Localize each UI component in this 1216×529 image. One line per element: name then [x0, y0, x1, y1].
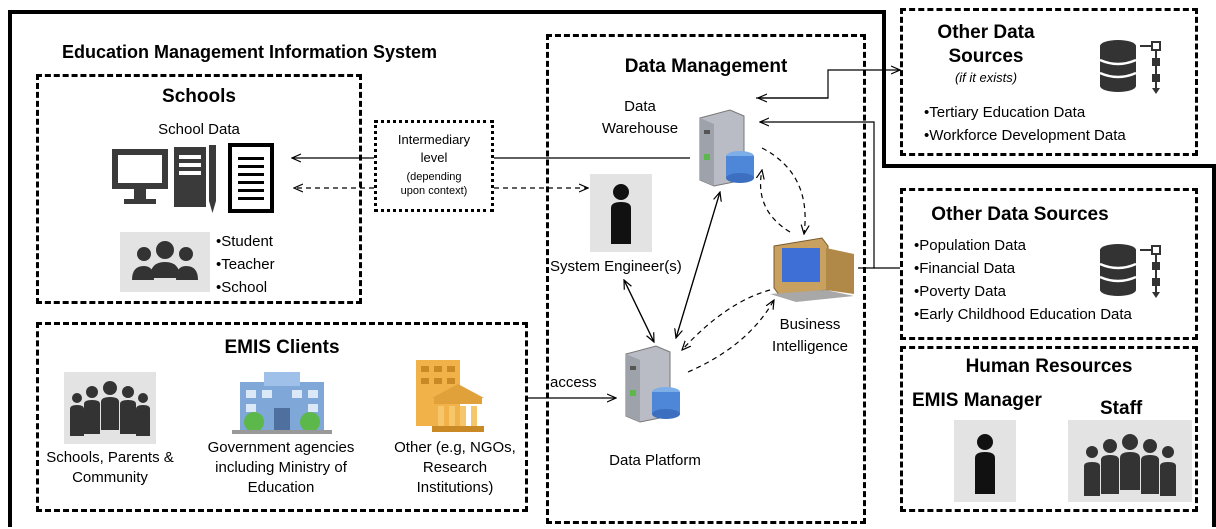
emis-manager-icon	[954, 420, 1016, 502]
bi-label-line2: Intelligence	[772, 338, 848, 355]
access-label: access	[550, 374, 597, 391]
warehouse-label-line2: Warehouse	[601, 120, 679, 137]
other-sources-mid-item-1: •Population Data	[914, 237, 1026, 254]
intermediary-line1: Intermediary	[397, 132, 471, 147]
warehouse-other-sources-top-arrow	[756, 70, 900, 99]
data-platform-server-icon	[625, 345, 680, 423]
warehouse-label-line1: Data	[624, 98, 656, 115]
data-platform-label: Data Platform	[609, 452, 701, 469]
intermediary-box	[374, 120, 494, 212]
emis-clients-box	[36, 322, 528, 512]
emis-title: Education Management Information System	[62, 42, 438, 62]
clients-group3-line2: Research	[422, 459, 488, 476]
other-data-sources-top-box	[900, 8, 1198, 156]
people-group-icon	[120, 232, 210, 292]
school-devices-icon	[112, 143, 274, 213]
schools-item-school: •School	[216, 279, 268, 296]
data-management-box	[546, 34, 866, 524]
schools-item-teacher: •Teacher	[216, 256, 275, 273]
data-warehouse-server-icon	[699, 109, 754, 187]
clients-group1-line1: Schools, Parents &	[46, 449, 174, 466]
school-data-label: School Data	[158, 121, 240, 138]
clients-group1-line2: Community	[72, 469, 148, 486]
other-sources-mid-item-3: •Poverty Data	[914, 283, 1006, 300]
human-resources-box	[900, 346, 1198, 512]
clients-group3-line1: Other (e.g, NGOs,	[394, 439, 516, 456]
system-engineer-icon	[590, 174, 652, 252]
business-intelligence-computer-icon	[770, 237, 854, 302]
system-engineer-label: System Engineer(s)	[550, 258, 682, 275]
database-flow-icon-top	[1099, 40, 1161, 94]
other-sources-mid-to-warehouse-arrow	[760, 122, 875, 269]
clients-group2-line2: including Ministry of	[215, 459, 347, 476]
emis-manager-label: EMIS Manager	[912, 390, 1042, 411]
human-resources-title: Human Resources	[965, 356, 1133, 377]
schools-item-student: •Student	[216, 233, 273, 250]
clients-group3-line3: Institutions)	[416, 479, 494, 496]
institution-building-icon	[416, 360, 484, 432]
staff-crowd-icon	[1068, 420, 1192, 502]
other-sources-mid-item-2: •Financial Data	[914, 260, 1016, 277]
other-sources-top-item-1: •Tertiary Education Data	[924, 104, 1086, 121]
other-sources-top-subtitle: (if it exists)	[954, 70, 1018, 85]
data-management-title: Data Management	[624, 56, 788, 77]
other-sources-top-title-line2: Sources	[948, 46, 1024, 67]
intermediary-line3: (depending	[406, 171, 462, 183]
community-crowd-icon	[64, 372, 156, 444]
other-sources-mid-title: Other Data Sources	[931, 204, 1109, 225]
clients-group2-line1: Government agencies	[207, 439, 355, 456]
other-sources-mid-item-4: •Early Childhood Education Data	[914, 306, 1132, 323]
warehouse-bi-dashed-arrow	[761, 147, 805, 234]
intermediary-line4: upon context)	[400, 185, 468, 197]
government-building-icon	[232, 372, 332, 434]
other-data-sources-mid-box	[900, 188, 1198, 340]
schools-box	[36, 74, 362, 304]
bi-label-line1: Business	[779, 316, 841, 333]
other-sources-top-item-2: •Workforce Development Data	[924, 127, 1126, 144]
emis-clients-title: EMIS Clients	[224, 337, 340, 358]
staff-label: Staff	[1100, 398, 1143, 419]
other-sources-top-title-line1: Other Data	[937, 22, 1035, 43]
schools-title: Schools	[162, 86, 236, 107]
intermediary-line2: level	[420, 150, 448, 165]
platform-bi-dashed-arrow	[687, 300, 774, 373]
clients-group2-line3: Education	[247, 479, 315, 496]
database-flow-icon-mid	[1099, 244, 1161, 298]
